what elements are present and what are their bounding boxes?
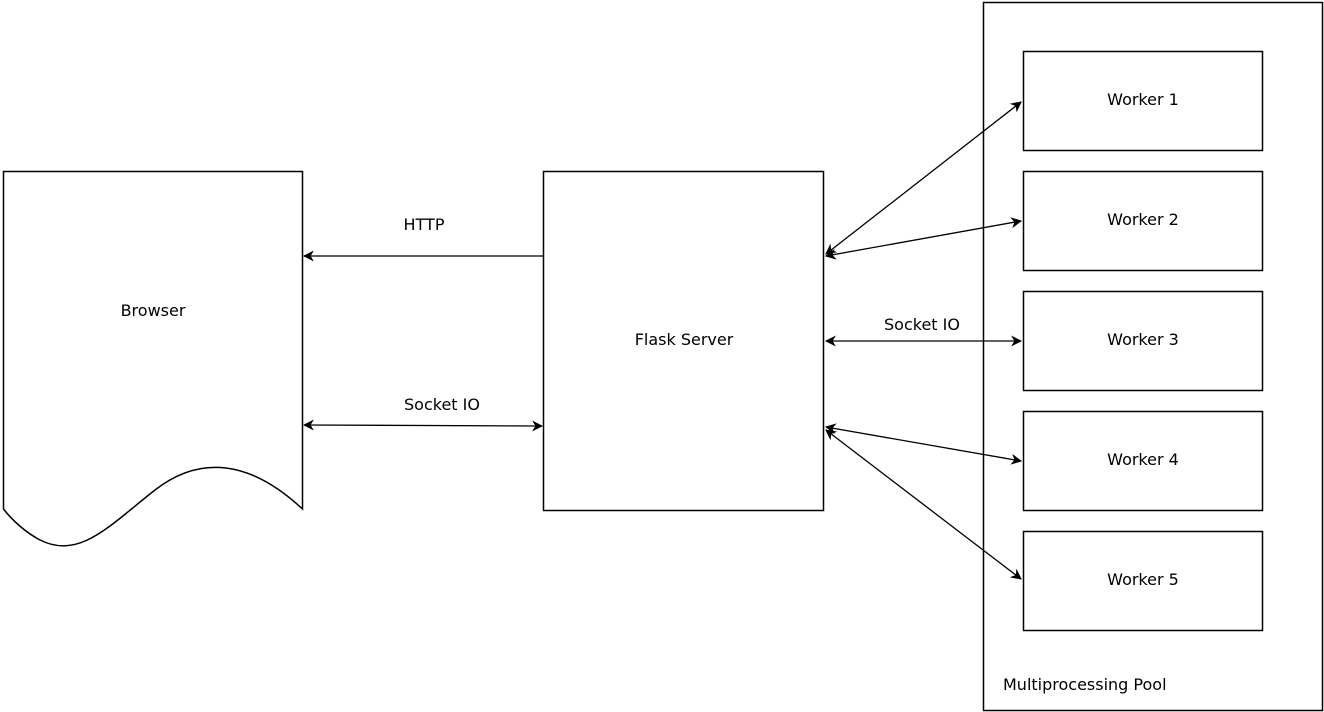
pool-container xyxy=(982,1,1324,712)
edge-flask-worker-4 xyxy=(824,423,1023,465)
worker-4-label: Worker 4 xyxy=(1107,450,1179,469)
browser-node xyxy=(2,170,304,547)
flask-server-node xyxy=(542,170,825,512)
worker-2-label: Worker 2 xyxy=(1107,210,1179,229)
http-edge-label: HTTP xyxy=(403,215,445,234)
worker-3-label: Worker 3 xyxy=(1107,330,1179,349)
worker-5-node xyxy=(1022,530,1264,632)
worker-2-node xyxy=(1022,170,1264,272)
flask-server-label: Flask Server xyxy=(634,330,734,349)
worker-3-node xyxy=(1022,290,1264,392)
pool-label: Multiprocessing Pool xyxy=(1003,675,1167,694)
browser-label: Browser xyxy=(120,301,186,320)
browser-socket-edge xyxy=(302,419,544,432)
edge-flask-worker-1 xyxy=(825,101,1022,255)
edge-flask-worker-5 xyxy=(825,429,1022,580)
worker-1-label: Worker 1 xyxy=(1107,90,1179,109)
worker-socket-edge-label: Socket IO xyxy=(884,315,960,334)
worker-5-label: Worker 5 xyxy=(1107,570,1179,589)
worker-1-node xyxy=(1022,50,1264,152)
browser-socket-edge-label: Socket IO xyxy=(404,395,480,414)
worker-4-node xyxy=(1022,410,1264,512)
edge-flask-worker-2 xyxy=(824,217,1023,260)
